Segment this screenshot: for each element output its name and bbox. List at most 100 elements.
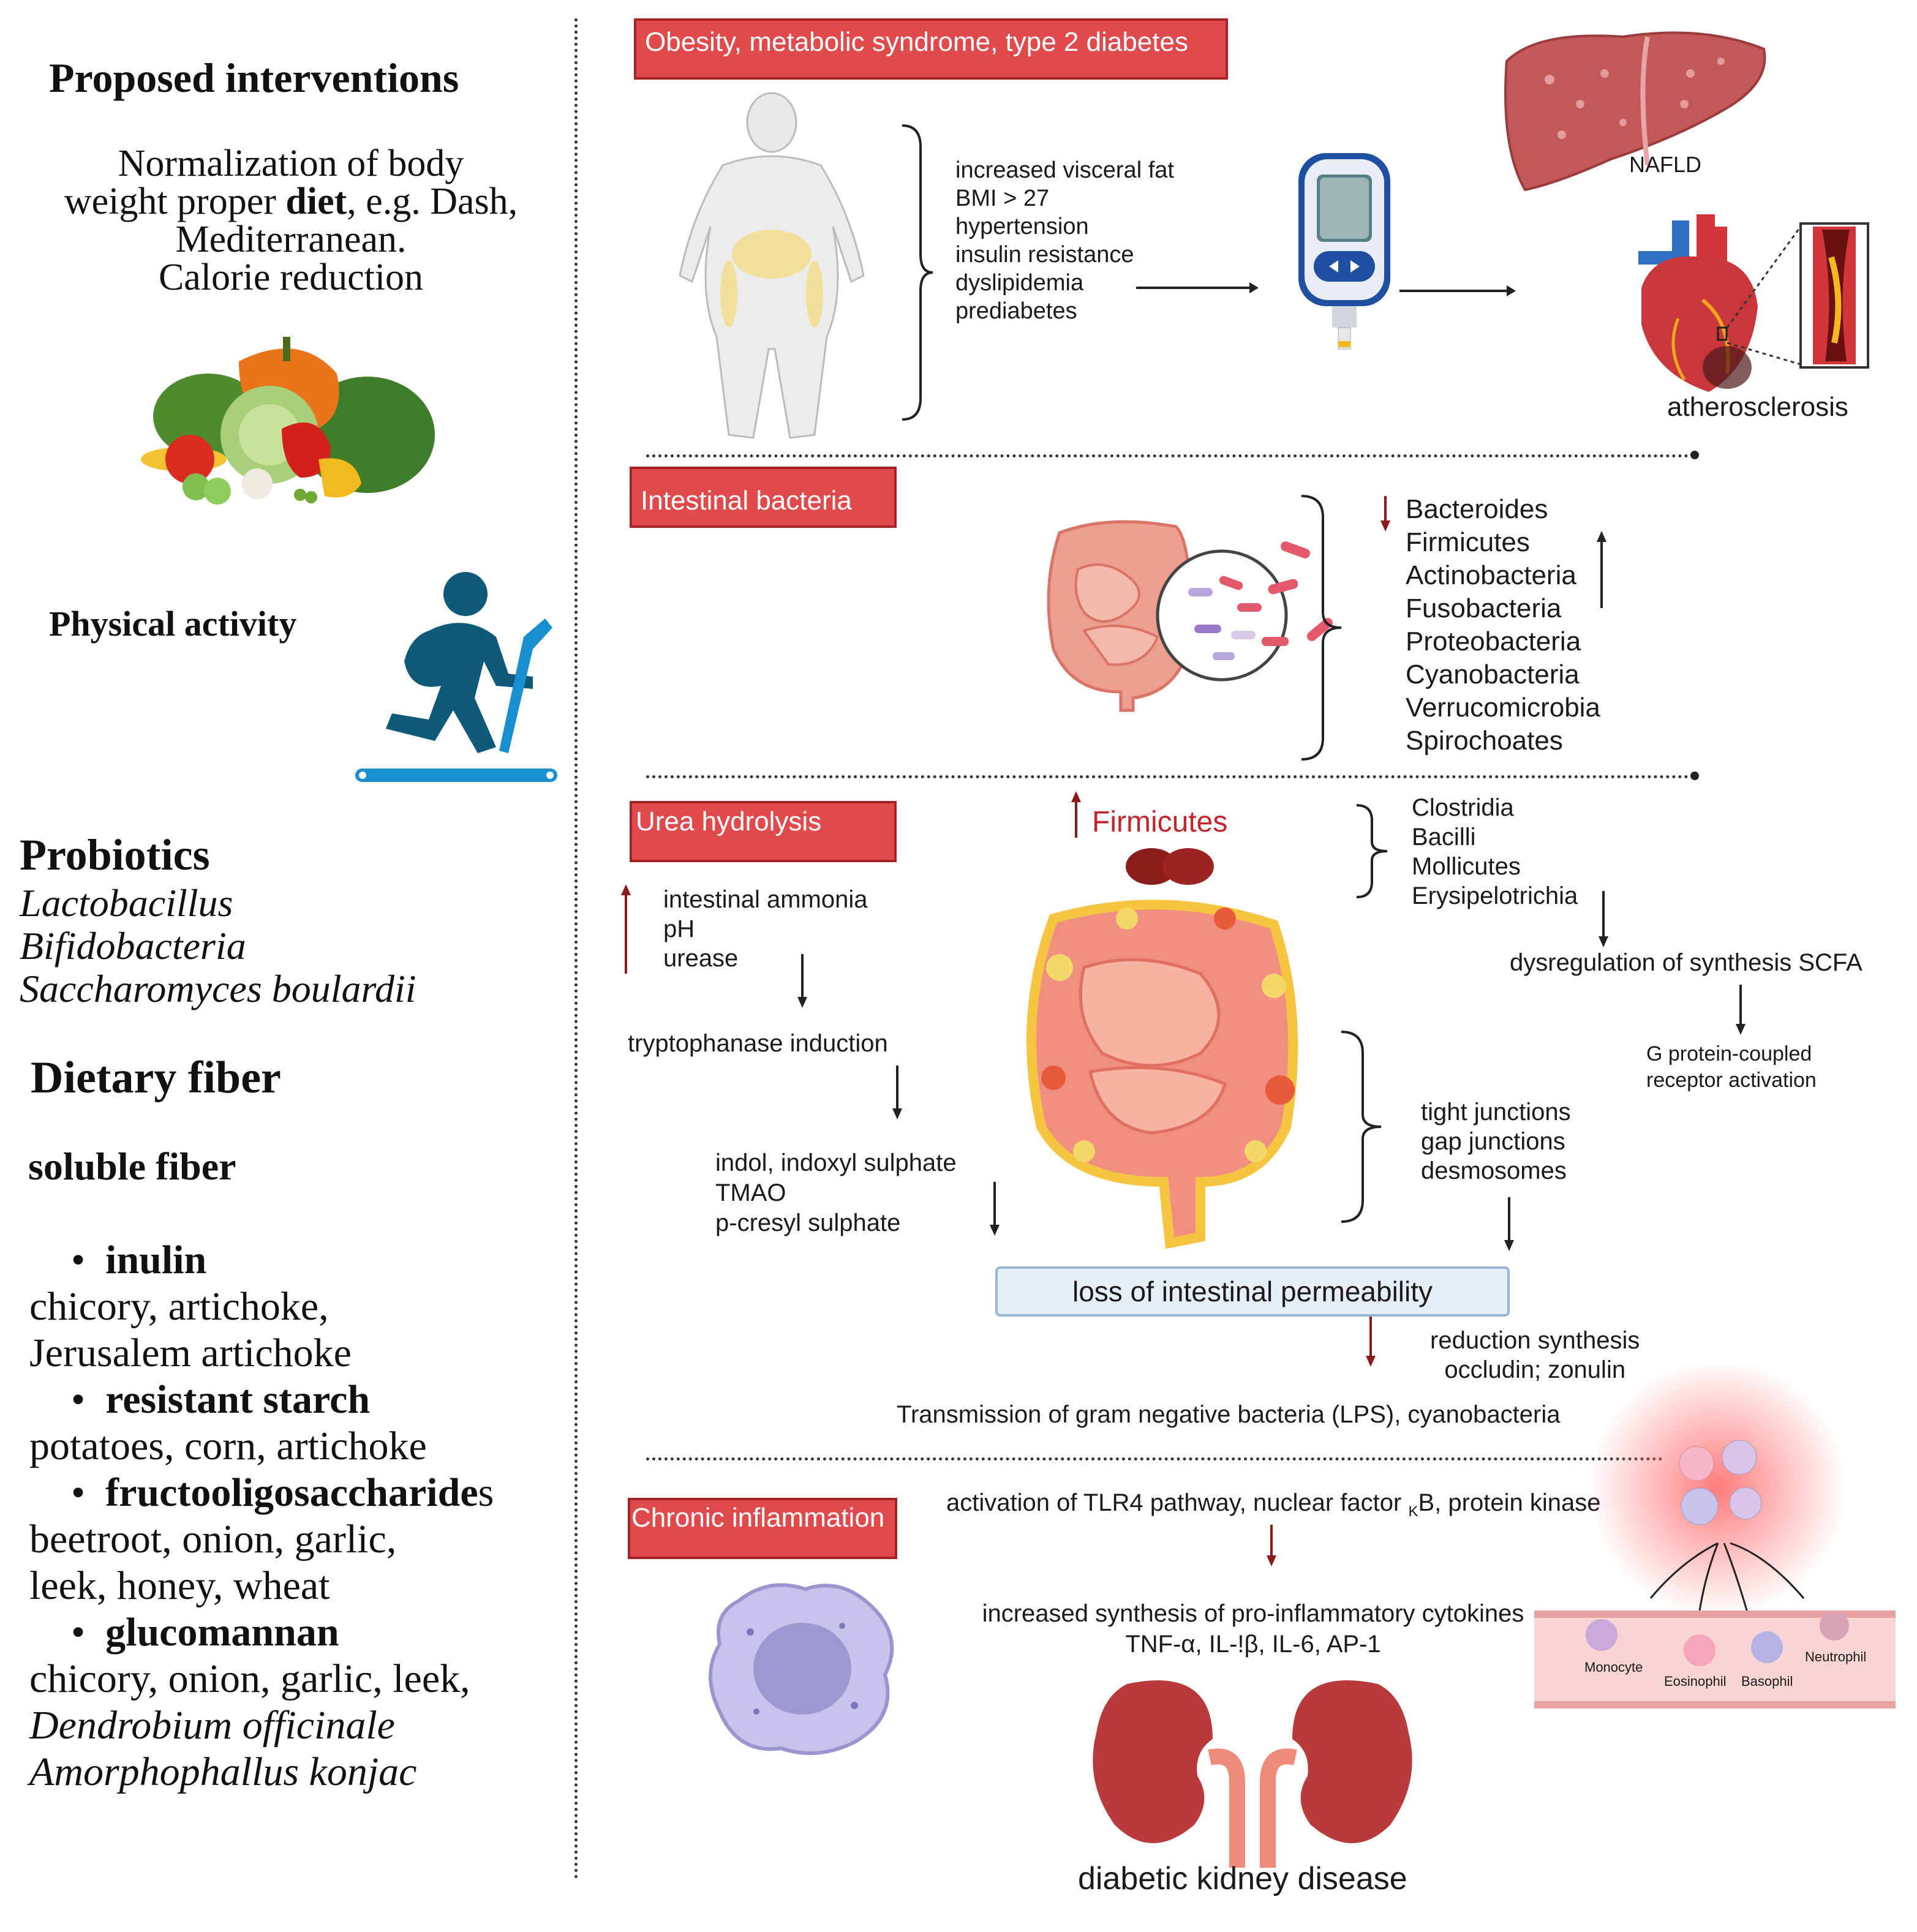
gpcr-line: G protein-coupled bbox=[1646, 1042, 1812, 1066]
bacteria-item: Verrucomicrobia bbox=[1406, 693, 1600, 723]
urea-effect: pH bbox=[663, 915, 695, 942]
tryptophanase-label: tryptophanase induction bbox=[628, 1030, 888, 1057]
arrow-glucometer-to-complications bbox=[1399, 285, 1516, 296]
fiber-item-inulin: • inulin bbox=[71, 1238, 207, 1282]
arrow-to-gpcr bbox=[1736, 985, 1746, 1035]
urea-effect: intestinal ammonia bbox=[663, 886, 868, 913]
atherosclerosis-label: atherosclerosis bbox=[1667, 392, 1848, 422]
treadmill-runner-icon bbox=[355, 572, 557, 782]
risk-factor: increased visceral fat bbox=[955, 157, 1174, 183]
activation-red-arrow bbox=[1267, 1525, 1276, 1566]
urea-effects-list: intestinal ammonia pH urease bbox=[663, 885, 868, 973]
gpcr-line: receptor activation bbox=[1646, 1069, 1817, 1092]
fiber-list: • inulin chicory, artichoke, Jerusalem a… bbox=[29, 1237, 494, 1795]
nafld-label: NAFLD bbox=[1629, 152, 1702, 177]
class-item: Clostridia bbox=[1412, 794, 1514, 821]
class-item: Mollicutes bbox=[1412, 853, 1521, 880]
blood-vessel-cells-icon bbox=[1534, 1366, 1896, 1708]
junction-item: desmosomes bbox=[1421, 1157, 1567, 1184]
probiotic-item: Bifidobacteria bbox=[20, 924, 246, 968]
junction-item: tight junctions bbox=[1421, 1099, 1571, 1126]
class-item: Erysipelotrichia bbox=[1412, 882, 1578, 909]
toxin-item: indol, indoxyl sulphate bbox=[715, 1149, 957, 1176]
activation-label: activation of TLR4 pathway, nuclear fact… bbox=[946, 1489, 1601, 1520]
liver-icon bbox=[1504, 31, 1766, 192]
risk-factor: prediabetes bbox=[955, 298, 1077, 324]
arrow-to-tryptophanase bbox=[797, 954, 807, 1008]
arrow-toxins-to-permeability bbox=[990, 1182, 1000, 1236]
fiber-source: Amorphophallus konjac bbox=[29, 1750, 417, 1794]
junctions-list: tight junctions gap junctions desmosomes bbox=[1421, 1097, 1571, 1186]
diet-line-4: Calorie reduction bbox=[158, 257, 424, 298]
arrow-factors-to-glucometer bbox=[1136, 282, 1259, 293]
bacteria-item: Cyanobacteria bbox=[1406, 660, 1580, 690]
risk-factor: dyslipidemia bbox=[955, 270, 1084, 296]
section-title-bacteria: Intestinal bacteria bbox=[630, 467, 897, 528]
reduction-synthesis-label: reduction synthesis occludin; zonulin bbox=[1430, 1326, 1640, 1385]
junction-item: gap junctions bbox=[1421, 1128, 1565, 1155]
reduction-line: occludin; zonulin bbox=[1444, 1356, 1626, 1383]
firmicutes-label: Firmicutes bbox=[1092, 806, 1228, 838]
arrow-to-scfa bbox=[1599, 891, 1608, 947]
dietary-fiber-heading: Dietary fiber bbox=[31, 1053, 281, 1103]
bacteria-item: Proteobacteria bbox=[1406, 626, 1581, 656]
cell-label-neutrophil: Neutrophil bbox=[1805, 1649, 1867, 1664]
risk-factor: BMI > 27 bbox=[955, 186, 1050, 211]
bacteria-item: Fusobacteria bbox=[1406, 593, 1562, 623]
fiber-source: chicory, artichoke, bbox=[29, 1284, 329, 1329]
toxin-item: TMAO bbox=[715, 1179, 786, 1206]
increase-arrow bbox=[1597, 531, 1606, 608]
fiber-item-glucomannan: • glucomannan bbox=[71, 1610, 339, 1655]
risk-factor: insulin resistance bbox=[955, 242, 1134, 268]
scfa-label: dysregulation of synthesis SCFA bbox=[1510, 949, 1862, 976]
kidneys-icon bbox=[1093, 1680, 1412, 1868]
arrow-junctions-to-permeability bbox=[1504, 1197, 1514, 1251]
permeability-box: loss of intestinal permeability bbox=[995, 1266, 1510, 1317]
fiber-source: potatoes, corn, artichoke bbox=[29, 1424, 427, 1468]
divider-dot bbox=[1690, 451, 1699, 459]
permeability-label: loss of intestinal permeability bbox=[1072, 1276, 1433, 1307]
heart-icon bbox=[1638, 214, 1758, 392]
artery-inset bbox=[1726, 222, 1869, 369]
probiotics-heading: Probiotics bbox=[20, 830, 210, 879]
brace-risk-factors bbox=[902, 124, 933, 421]
permeability-red-arrow bbox=[1366, 1317, 1376, 1367]
probiotic-item: Lactobacillus bbox=[20, 881, 233, 925]
immune-cell-icon bbox=[709, 1583, 894, 1755]
section-divider bbox=[646, 1457, 1663, 1460]
proposed-interventions-heading: Proposed interventions bbox=[49, 55, 459, 101]
fiber-item-fos: • fructooligosaccharides bbox=[71, 1470, 494, 1515]
diet-line-1: Normalization of body bbox=[118, 143, 464, 184]
diet-line-2: weight proper diet, e.g. Dash, bbox=[64, 181, 518, 222]
toxin-item: p-cresyl sulphate bbox=[715, 1209, 901, 1236]
classes-list: Clostridia Bacilli Mollicutes Erysipelot… bbox=[1412, 793, 1578, 911]
intestine-magnifier-icon bbox=[1047, 520, 1333, 712]
risk-factor: hypertension bbox=[955, 214, 1089, 239]
decrease-arrow bbox=[1380, 496, 1390, 532]
section-title-inflammation: Chronic inflammation bbox=[628, 1498, 897, 1559]
cytokines-line: increased synthesis of pro-inflammatory … bbox=[982, 1600, 1524, 1627]
cell-label-basophil: Basophil bbox=[1741, 1674, 1793, 1689]
section-title-obesity: Obesity, metabolic syndrome, type 2 diab… bbox=[634, 18, 1228, 80]
firmicutes-increase-arrow bbox=[1071, 791, 1081, 838]
reduction-line: reduction synthesis bbox=[1430, 1327, 1640, 1354]
section-title-urea: Urea hydrolysis bbox=[630, 801, 897, 862]
brace-classes bbox=[1356, 804, 1388, 898]
divider-dot bbox=[1690, 772, 1699, 780]
column-divider bbox=[574, 18, 578, 1880]
cytokines-label: increased synthesis of pro-inflammatory … bbox=[971, 1598, 1535, 1659]
fiber-source: leek, honey, wheat bbox=[29, 1563, 330, 1608]
obese-body-figure bbox=[679, 92, 865, 439]
vegetables-illustration bbox=[141, 337, 435, 505]
bacteria-item: Spirochoates bbox=[1406, 726, 1563, 756]
fiber-source: Dendrobium officinale bbox=[29, 1703, 395, 1748]
glucometer-icon bbox=[1298, 153, 1390, 350]
gpcr-label: G protein-coupled receptor activation bbox=[1646, 1041, 1817, 1094]
transmission-label: Transmission of gram negative bacteria (… bbox=[897, 1401, 1561, 1428]
brace-bacteria bbox=[1301, 495, 1342, 761]
class-item: Bacilli bbox=[1412, 824, 1476, 851]
arrow-to-toxins bbox=[892, 1066, 902, 1119]
cytokines-line: TNF-α, IL-!β, IL-6, AP-1 bbox=[1125, 1631, 1381, 1658]
bacteria-list: Bacteroides Firmicutes Actinobacteria Fu… bbox=[1406, 493, 1600, 757]
soluble-fiber-heading: soluble fiber bbox=[28, 1145, 236, 1188]
